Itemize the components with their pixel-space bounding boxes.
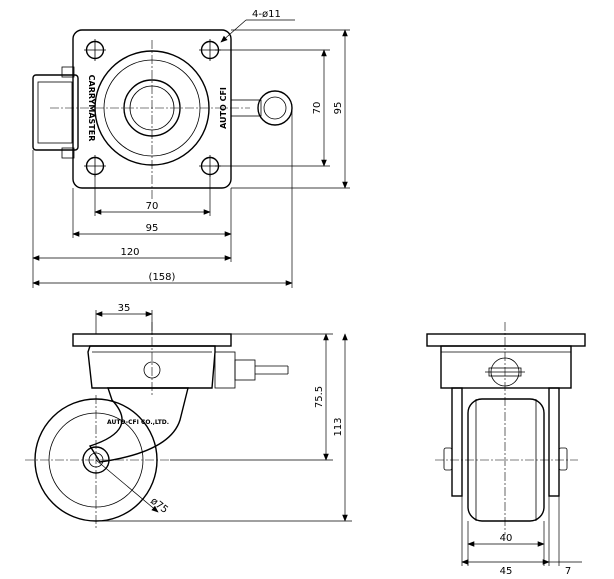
lock-pedal-knob: [230, 90, 293, 126]
dim-35-offset: 35: [118, 303, 131, 314]
dim-75-5-axle-height: 75.5: [314, 386, 325, 408]
hole-callout-label: 4-ø11: [252, 9, 281, 20]
dim-120-horizontal: 120: [120, 247, 139, 258]
dim-70-horizontal: 70: [146, 201, 159, 212]
brand-carrymaster: CARRYMASTER: [87, 75, 96, 142]
side-view: AUTO-CFI CO.,LTD. 35 75.5 113 ø75: [25, 303, 352, 530]
lock-mechanism-left: [32, 66, 79, 159]
brand-auto-cfi: AUTO CFI: [219, 87, 228, 129]
dim-45-fork-width: 45: [500, 566, 513, 577]
dim-113-total-height: 113: [333, 417, 344, 436]
dim-158-horizontal: (158): [149, 272, 176, 283]
dim-40-wheel-width: 40: [500, 533, 513, 544]
side-brand-label: AUTO-CFI CO.,LTD.: [107, 419, 169, 426]
dim-95-horizontal: 95: [146, 223, 159, 234]
dim-95-vertical: 95: [333, 102, 344, 115]
top-view: CARRYMASTER AUTO CFI 4-ø11 70 95 70 95: [32, 9, 350, 288]
dim-7-side-offset: 7: [565, 566, 571, 577]
dim-70-vertical: 70: [312, 102, 323, 115]
bolt-hole-bottom-left: [84, 155, 106, 177]
front-top-plate: [426, 333, 586, 347]
bolt-hole-top-left: [84, 39, 106, 61]
front-view: 40 45 7: [426, 322, 586, 577]
dim-wheel-diameter: ø75: [148, 496, 170, 516]
